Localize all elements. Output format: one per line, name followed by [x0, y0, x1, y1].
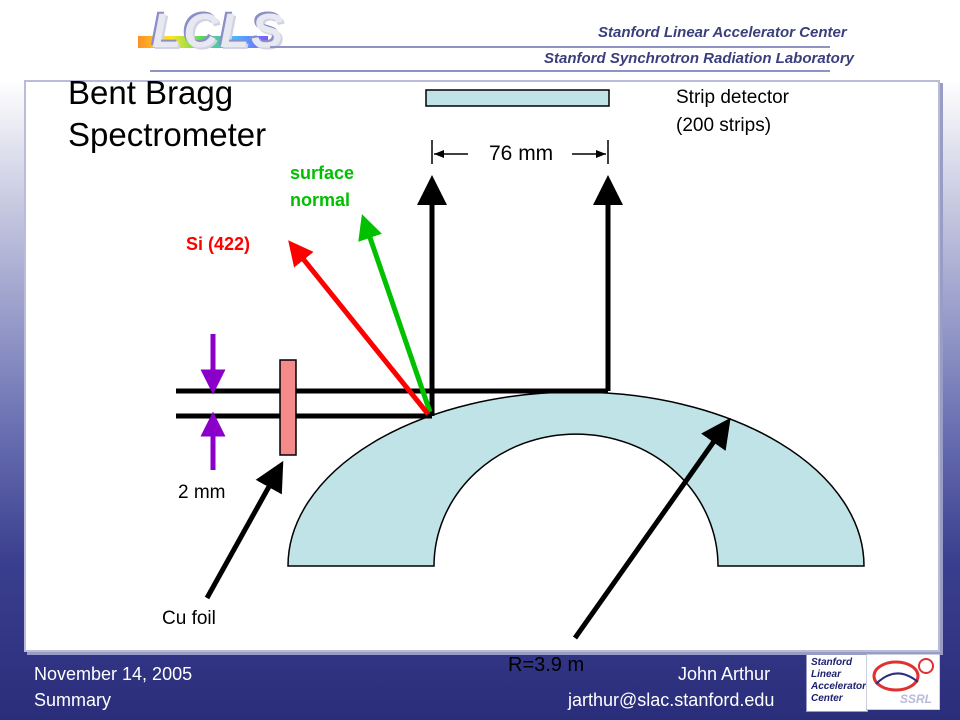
slac-logo-line-3: Accelerator	[811, 681, 867, 692]
footer-author: John Arthur	[678, 664, 771, 684]
slac-logo-line-2: Linear	[811, 669, 842, 680]
footer-date: November 14, 2005	[34, 664, 193, 684]
footer-email: jarthur@slac.stanford.edu	[568, 690, 775, 710]
surface-normal-label-line-1: surface	[290, 163, 355, 183]
surface-normal-label: surface normal	[290, 160, 354, 214]
surface-normal-arrow	[358, 214, 433, 413]
slac-logo-line-4: Center	[811, 693, 843, 704]
slide-title-line-1: Bent Bragg	[68, 74, 234, 111]
footer-section: Summary	[34, 690, 112, 710]
header-rule-top	[270, 46, 830, 48]
radius-label: R=3.9 m	[508, 654, 585, 676]
width-label: 76 mm	[489, 142, 554, 165]
cu-foil	[279, 359, 297, 456]
ssrl-logo-text: SSRL	[900, 692, 933, 706]
foil-pointer-arrow	[204, 460, 284, 600]
radius-arrow	[572, 417, 731, 640]
ssrl-logo-graphic	[866, 654, 940, 710]
strip-detector	[425, 89, 610, 107]
detector-label-line-2: (200 strips)	[676, 115, 772, 136]
ssrl-logo: SSRL	[866, 654, 940, 710]
org-line-2: Stanford Synchrotron Radiation Laborator…	[544, 50, 855, 67]
header-banner: LCLS Stanford Linear Accelerator Center …	[0, 0, 960, 74]
foil-label: Cu foil	[162, 608, 216, 629]
slac-logo: Stanford Linear Accelerator Center	[806, 654, 868, 712]
slide-title-line-2: Spectrometer	[68, 116, 267, 153]
si422-arrow	[288, 240, 430, 416]
lcls-logo: LCLS	[152, 5, 286, 58]
detector-label-line-1: Strip detector	[676, 87, 789, 108]
lcls-logo-band	[138, 36, 268, 48]
slac-logo-line-1: Stanford	[811, 657, 853, 668]
detector-label: Strip detector (200 strips)	[676, 84, 789, 140]
header-rule-bottom	[150, 70, 830, 72]
surface-normal-label-line-2: normal	[290, 190, 351, 210]
org-line-1: Stanford Linear Accelerator Center	[598, 24, 847, 41]
slide-title: Bent Bragg Spectrometer	[68, 72, 266, 156]
si422-label: Si (422)	[186, 234, 251, 254]
beam-size-label: 2 mm	[178, 482, 226, 503]
